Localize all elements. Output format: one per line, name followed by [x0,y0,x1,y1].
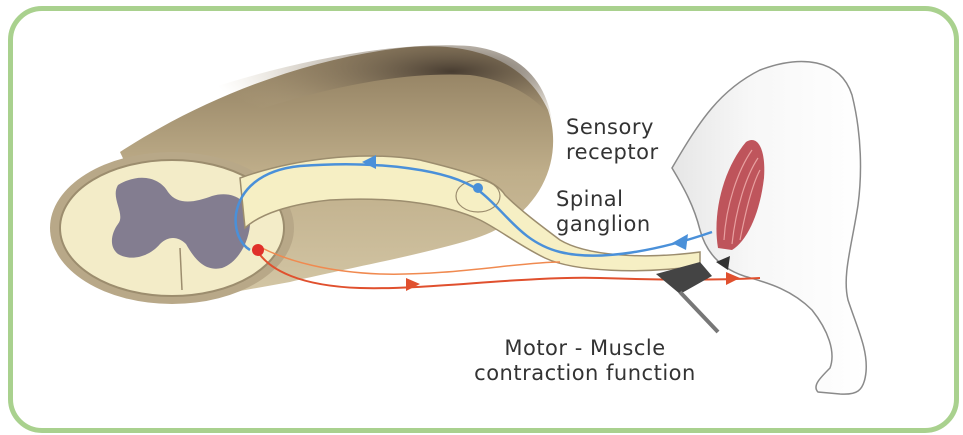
label-spinal-ganglion: Spinal ganglion [556,187,651,237]
label-motor-function: Motor - Muscle contraction function [440,336,730,386]
label-sensory-receptor: Sensory receptor [566,115,659,165]
